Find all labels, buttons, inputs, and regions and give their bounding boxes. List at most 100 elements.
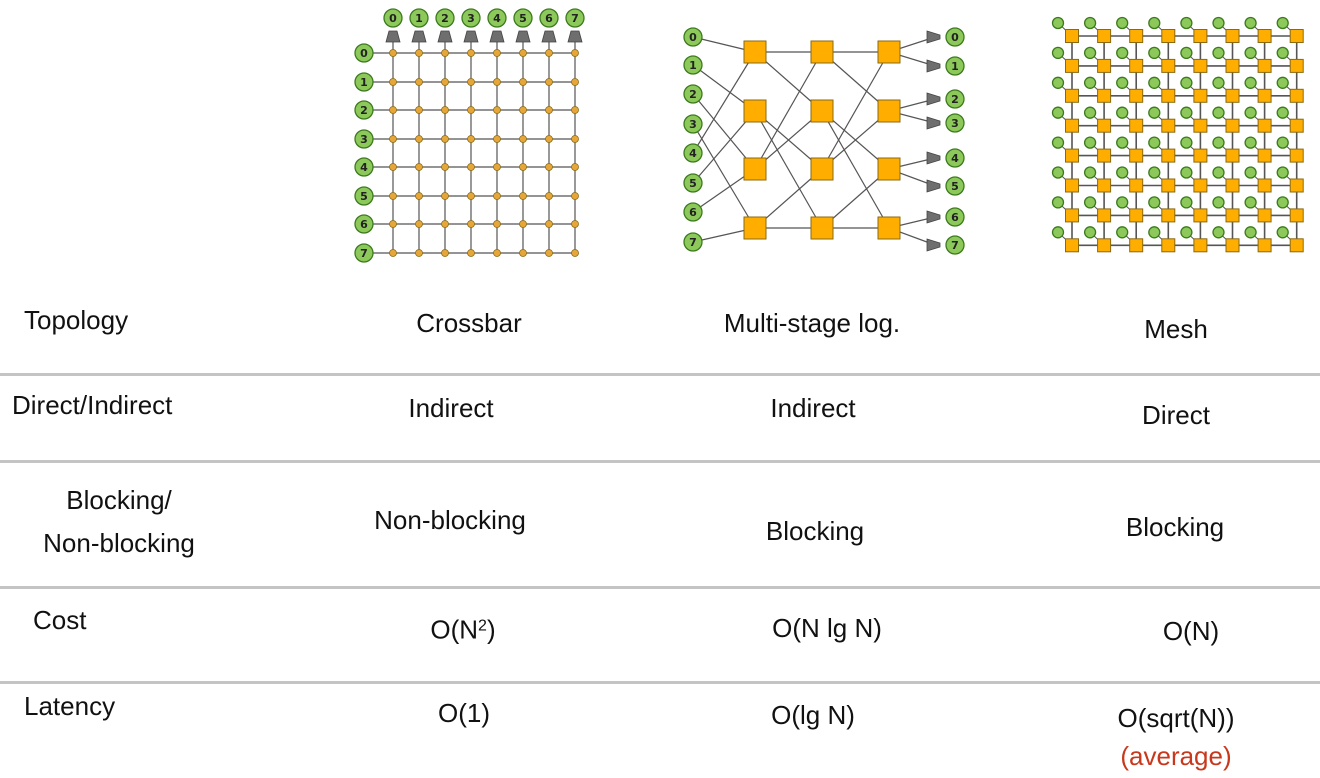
switch-square <box>877 40 901 64</box>
crossbar-junction <box>441 220 449 228</box>
row-header-topology: Topology <box>24 305 129 335</box>
node-circle <box>683 114 703 134</box>
switch-square <box>1065 148 1079 163</box>
node-circle <box>354 243 374 263</box>
switch-square <box>1257 58 1272 73</box>
row-divider <box>0 681 1320 684</box>
crossbar-junction <box>545 249 553 257</box>
switch-square <box>1193 148 1208 163</box>
node-label: 0 <box>951 31 959 44</box>
switch-square <box>877 157 901 181</box>
output-port-icon <box>926 92 941 106</box>
link-line <box>754 110 823 229</box>
node-circle <box>1051 226 1065 239</box>
node-label: 1 <box>689 59 697 72</box>
switch-square <box>1289 238 1304 253</box>
output-port-icon <box>926 59 941 73</box>
node-circle <box>1116 16 1129 30</box>
node-circle <box>1116 166 1129 179</box>
crossbar-junction <box>571 163 579 171</box>
node-circle <box>1148 76 1161 89</box>
switch-square <box>1097 88 1112 103</box>
node-label: 7 <box>951 239 959 252</box>
switch-square <box>1097 58 1112 73</box>
crossbar-junction <box>389 192 397 200</box>
switch-square <box>1225 88 1240 103</box>
crossbar-junction <box>441 135 449 143</box>
node-label: 3 <box>360 133 368 146</box>
node-circle <box>1180 196 1193 209</box>
node-circle <box>1116 136 1129 149</box>
node-circle <box>1276 226 1289 239</box>
cost-exponent: 2 <box>478 617 487 635</box>
crossbar-junction <box>415 220 423 228</box>
switch-square <box>1257 178 1272 193</box>
node-circle <box>1180 136 1193 149</box>
crossbar-junction <box>545 192 553 200</box>
node-circle <box>1276 46 1289 60</box>
switch-square <box>1193 118 1208 133</box>
node-circle <box>435 8 455 28</box>
node-circle <box>1244 46 1257 60</box>
crossbar-junction <box>415 249 423 257</box>
node-circle <box>539 8 559 28</box>
switch-square <box>1193 88 1208 103</box>
switch-square <box>1257 208 1272 223</box>
crossbar-junction <box>571 78 579 86</box>
switch-square <box>1161 58 1176 73</box>
node-circle <box>1083 106 1097 119</box>
node-label: 2 <box>360 104 368 117</box>
switch-square <box>1161 29 1176 43</box>
crossbar-junction <box>415 135 423 143</box>
switch-square <box>1161 148 1176 163</box>
switch-square <box>1097 148 1112 163</box>
switch-square <box>1161 208 1176 223</box>
multistage-blocking: Blocking <box>765 516 865 546</box>
crossbar-junction <box>441 49 449 57</box>
node-circle <box>383 8 403 28</box>
row-header-blocking-line2: Non-blocking <box>43 528 195 558</box>
crossbar-junction <box>467 78 475 86</box>
switch-square <box>810 99 834 123</box>
node-circle <box>1148 106 1161 119</box>
crossbar-junction <box>441 249 449 257</box>
crossbar-junction <box>519 49 527 57</box>
node-circle <box>1212 196 1225 209</box>
switch-square <box>743 40 767 64</box>
crossbar-junction <box>571 106 579 114</box>
crossbar-junction <box>519 135 527 143</box>
node-label: 3 <box>951 117 959 130</box>
node-circle <box>945 176 965 196</box>
node-circle <box>683 173 703 193</box>
node-circle <box>1116 196 1129 209</box>
crossbar-junction <box>519 249 527 257</box>
switch-square <box>1257 29 1272 43</box>
node-label: 6 <box>689 206 697 219</box>
crossbar-cost: O(N2) <box>430 612 495 645</box>
node-circle <box>1212 136 1225 149</box>
node-circle <box>683 27 703 47</box>
node-circle <box>1051 136 1065 149</box>
switch-square <box>1289 208 1304 223</box>
crossbar-junction <box>467 163 475 171</box>
link-line <box>692 51 756 154</box>
link-line <box>821 51 890 170</box>
switch-square <box>1129 118 1144 133</box>
switch-square <box>743 216 767 240</box>
row-divider <box>0 460 1320 463</box>
node-circle <box>1083 46 1097 60</box>
switch-square <box>1065 29 1079 43</box>
node-circle <box>1180 46 1193 60</box>
node-circle <box>1244 16 1257 30</box>
switch-square <box>1097 208 1112 223</box>
node-label: 2 <box>441 12 449 25</box>
node-circle <box>1212 166 1225 179</box>
switch-square <box>1129 178 1144 193</box>
node-circle <box>1051 196 1065 209</box>
multistage-topology: Multi-stage log. <box>723 308 901 338</box>
node-circle <box>1148 226 1161 239</box>
switch-square <box>1257 238 1272 253</box>
node-circle <box>1180 226 1193 239</box>
crossbar-junction <box>467 106 475 114</box>
